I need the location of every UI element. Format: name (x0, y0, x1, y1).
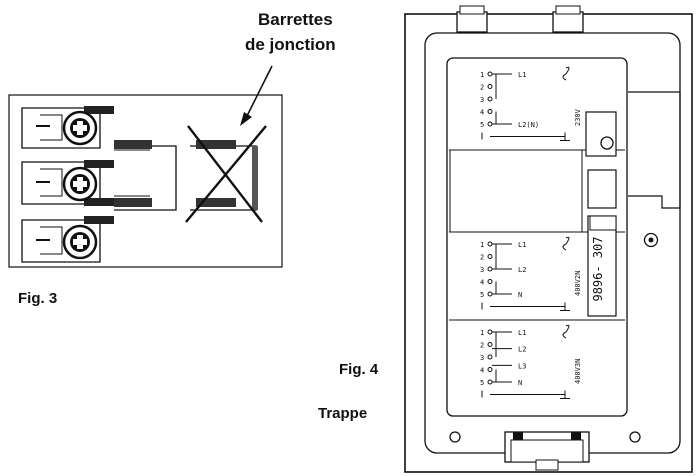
callout-title-line1: Barrettes (258, 10, 333, 29)
terminal-point (487, 367, 493, 372)
terminal-number: 2 (480, 84, 484, 92)
line-label: L2 (518, 346, 526, 354)
jumper-bar-removed (190, 140, 258, 211)
terminal-number: 1 (480, 329, 484, 337)
blank-label-area (449, 149, 583, 233)
terminal-point (487, 329, 493, 335)
label-code: 9896- 307 (591, 236, 605, 302)
terminal-point (487, 71, 493, 77)
terminal-number: 3 (480, 266, 484, 274)
terminal-post-3 (21, 216, 114, 263)
mount-hole-left (449, 431, 461, 443)
terminal-number: 5 (480, 291, 484, 299)
voltage-label: 400V3N (574, 359, 582, 384)
fig4-caption: Fig. 4 (339, 361, 379, 378)
terminal-point (487, 109, 493, 114)
terminal-label-panel (446, 57, 628, 417)
terminal-number: 1 (480, 241, 484, 249)
line-label: L1 (518, 329, 526, 337)
screw-icon (643, 232, 659, 248)
terminal-number: 2 (480, 254, 484, 262)
terminal-number: 4 (480, 279, 484, 287)
line-label: L1 (518, 71, 526, 79)
terminal-point (487, 254, 493, 259)
trap-door-outer (404, 13, 693, 473)
terminal-number: 5 (480, 379, 484, 387)
ac-symbol (562, 66, 570, 81)
trappe-caption: Trappe (318, 405, 368, 422)
line-label: L2 (518, 266, 526, 274)
terminal-number: 3 (480, 354, 484, 362)
cross-out-mark (185, 125, 267, 223)
terminal-point (487, 266, 493, 272)
fig3-caption: Fig. 3 (18, 290, 58, 307)
terminal-number: 3 (480, 96, 484, 104)
terminal-number: 2 (480, 342, 484, 350)
ac-symbol (562, 236, 570, 251)
side-strip (585, 111, 617, 317)
top-hinge (456, 5, 584, 33)
terminal-point (487, 121, 493, 127)
terminal-number: 4 (480, 109, 484, 117)
terminal-point (487, 96, 493, 102)
line-label: L3 (518, 362, 526, 370)
line-label: L2(N) (518, 121, 539, 129)
terminal-point (487, 279, 493, 284)
terminal-point (487, 342, 493, 347)
mount-hole-right (629, 431, 641, 443)
callout-arrow (240, 65, 273, 126)
terminal-point (487, 291, 493, 297)
terminal-number: 4 (480, 367, 484, 375)
jumper-bar-installed (114, 140, 177, 211)
line-label: L1 (518, 241, 526, 249)
trap-door-inner (424, 32, 681, 454)
bottom-latch (504, 431, 590, 471)
terminal-number: 1 (480, 71, 484, 79)
terminal-post-1 (21, 106, 114, 149)
terminal-point (487, 84, 493, 89)
line-label: N (518, 291, 522, 299)
voltage-label: 400V2N (574, 271, 582, 296)
terminal-point (487, 379, 493, 385)
voltage-label: 230V (574, 108, 582, 126)
terminal-board (8, 94, 283, 268)
terminal-point (487, 241, 493, 247)
terminal-number: 5 (480, 121, 484, 129)
terminal-post-2 (21, 160, 114, 206)
line-label: N (518, 379, 522, 387)
ac-symbol (562, 324, 570, 339)
callout-title-line2: de jonction (245, 35, 336, 54)
edge-notch (628, 91, 681, 209)
terminal-point (487, 354, 493, 360)
